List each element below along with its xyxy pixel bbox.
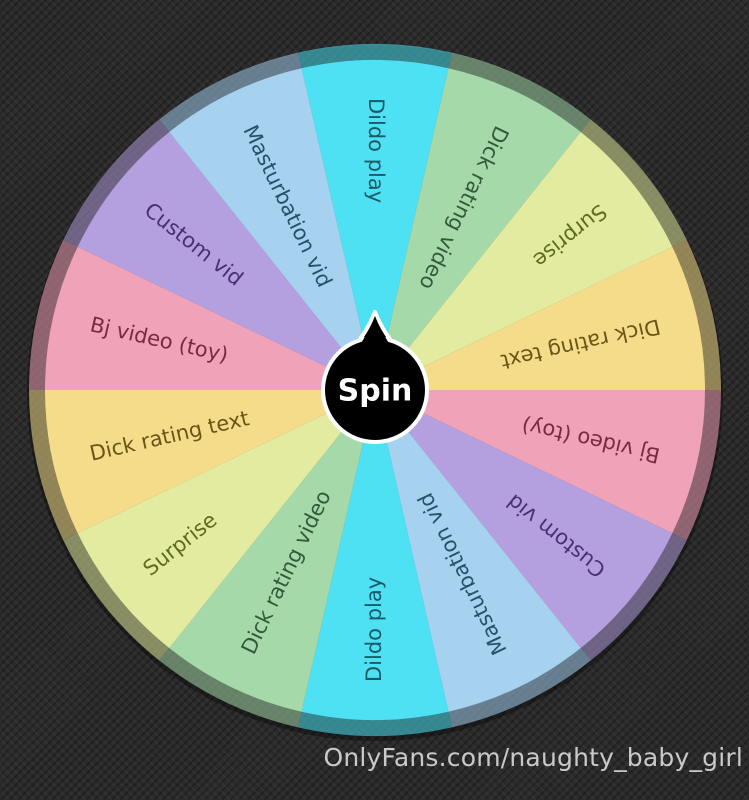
spin-button-label: Spin — [338, 374, 413, 409]
wheel-segment — [375, 132, 673, 390]
wheel-segment — [375, 390, 673, 648]
wheel-segment — [375, 390, 581, 712]
wheel-segment-label: Dildo play — [364, 98, 388, 203]
wheel-segments — [45, 59, 705, 721]
wheel-segment — [77, 390, 376, 648]
wheel-segment — [169, 390, 375, 712]
wheel-segment — [375, 68, 581, 391]
wheel-segment — [375, 390, 705, 534]
spin-button[interactable]: Spin — [321, 310, 429, 444]
wheel-segment — [45, 246, 375, 390]
wheel-segment — [301, 59, 449, 390]
wheel-segment — [77, 132, 376, 390]
wheel-segment-label: Dildo play — [362, 577, 386, 682]
watermark-text: OnlyFans.com/naughty_baby_girl — [323, 743, 743, 772]
wheel-segment — [169, 68, 375, 391]
wheel-segment — [375, 246, 705, 390]
wheel-segment — [45, 390, 375, 534]
wheel-segment — [301, 390, 449, 721]
pointer-fill — [355, 316, 395, 352]
